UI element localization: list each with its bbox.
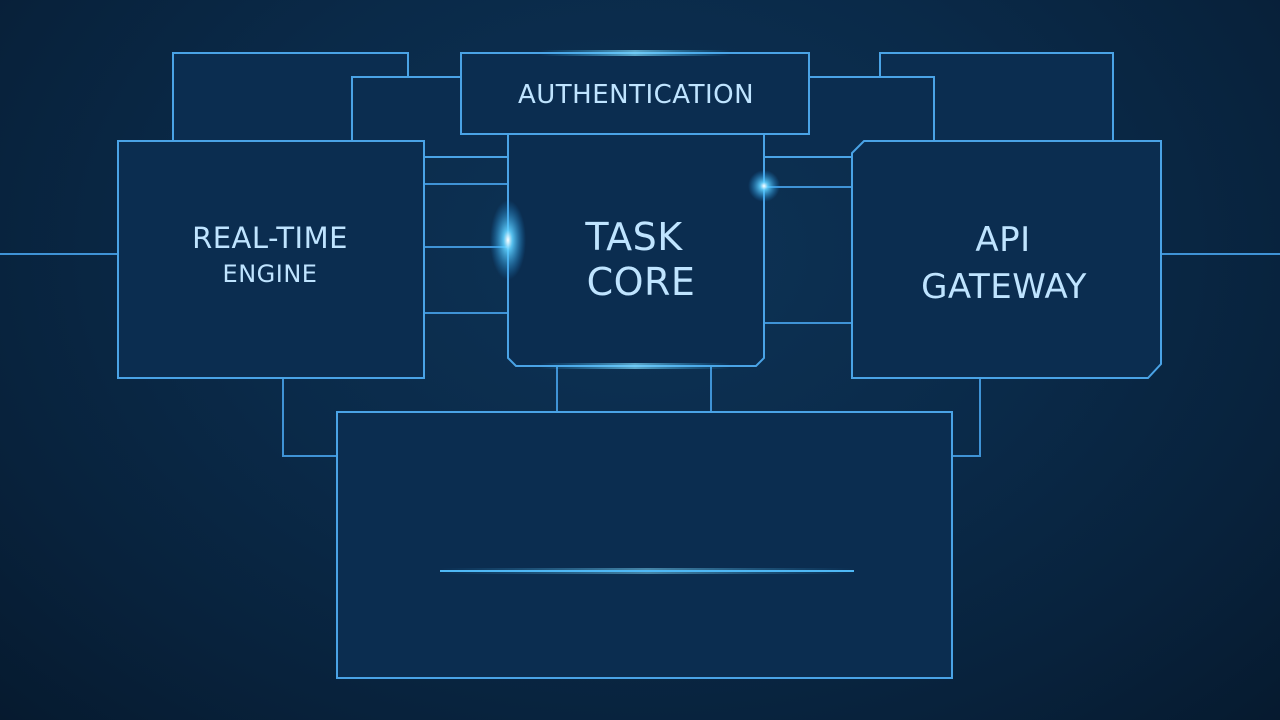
task-core-label-line2: CORE: [587, 260, 696, 304]
glow-node-core-left: [490, 200, 526, 280]
authentication-box: [460, 52, 810, 135]
glow-top-auth: [540, 50, 730, 56]
connector-engine-bottom: [282, 378, 337, 457]
bottom-panel: [336, 411, 953, 679]
api-gateway-box: [851, 140, 1162, 379]
glow-bottom-core: [540, 363, 730, 369]
connector-gateway-bottom: [952, 378, 981, 457]
api-gateway-label-line2: GATEWAY: [921, 267, 1087, 307]
api-gateway-label-line1: API: [975, 220, 1030, 260]
task-core-label-line1: TASK: [584, 215, 683, 259]
authentication-label: AUTHENTICATION: [518, 80, 754, 110]
glow-node-core-right: [748, 170, 780, 202]
realtime-engine-label-line1: REAL-TIME: [192, 221, 348, 255]
realtime-engine-label-line2: ENGINE: [223, 260, 318, 288]
realtime-engine-box: [117, 140, 425, 379]
